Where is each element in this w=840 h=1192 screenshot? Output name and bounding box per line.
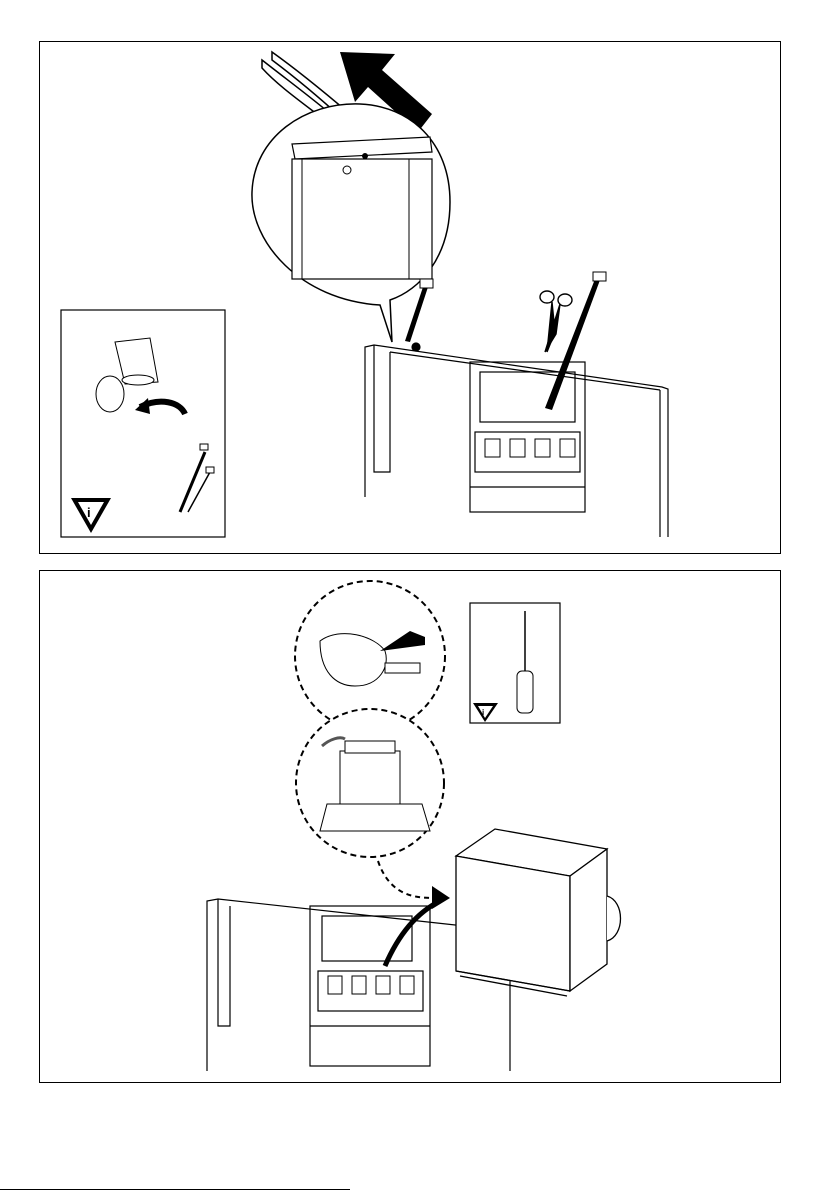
step-2-panel: i [39,570,781,1083]
detail-circle-bottom [296,709,444,857]
hood-body [365,343,668,537]
step-2-illustration: i [40,571,782,1084]
cable-tie [405,272,606,410]
scissors-icon [540,291,572,352]
svg-text:i: i [482,708,484,717]
svg-text:i: i [87,505,91,520]
footer-rule [0,1189,350,1190]
step-1-panel: i [39,41,781,554]
step-1-illustration: i [40,42,782,555]
info-box: i [61,310,225,537]
detail-circle-top [295,581,445,731]
screwdriver-box: i [470,603,560,723]
